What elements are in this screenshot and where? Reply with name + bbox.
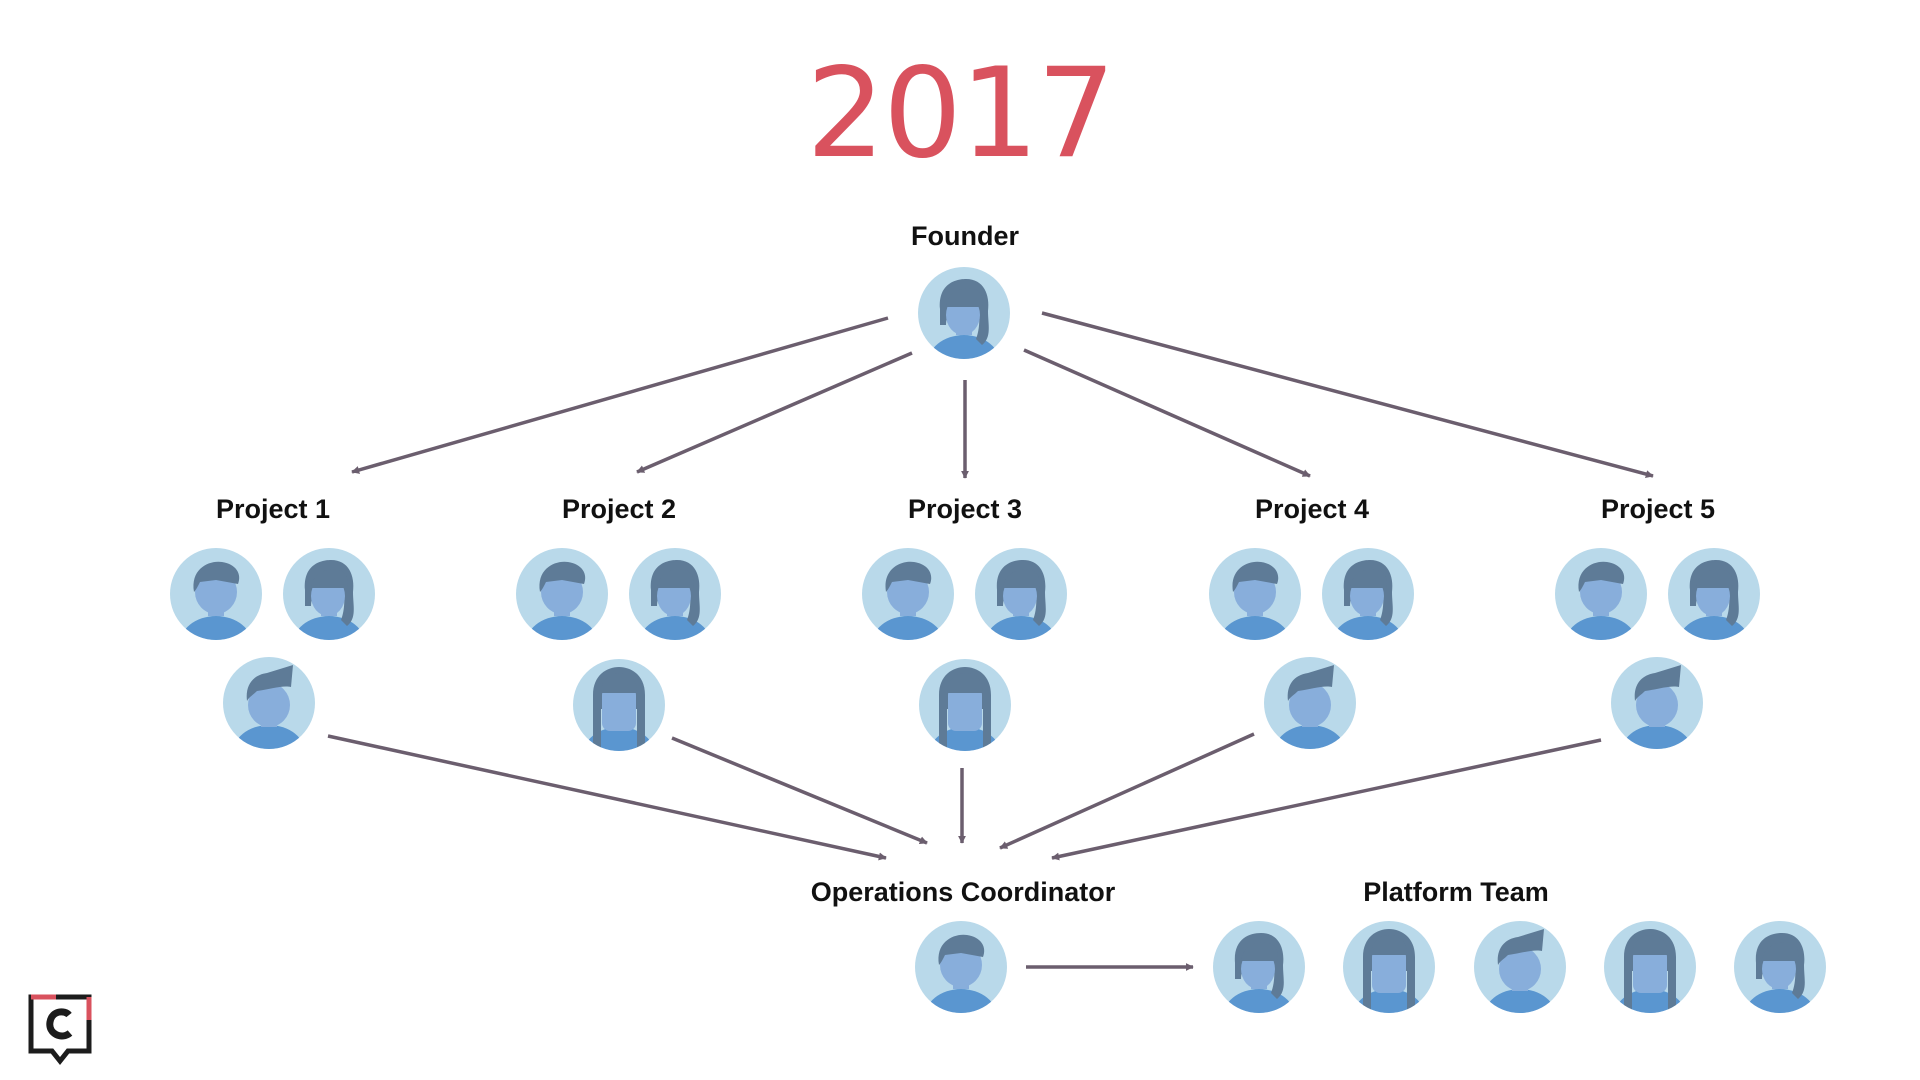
arrow-project-4-to-operations bbox=[999, 732, 1255, 850]
platform-team-member-avatar bbox=[1734, 921, 1826, 1013]
platform-team-label: Platform Team bbox=[1363, 877, 1549, 907]
project-1-label: Project 1 bbox=[215, 494, 331, 524]
project-5-member-avatar bbox=[1611, 657, 1703, 749]
platform-team-member-avatar bbox=[1213, 921, 1305, 1013]
project-2-member-avatar bbox=[573, 659, 665, 751]
project-4-member-avatar bbox=[1264, 657, 1356, 749]
project-5-member-avatar bbox=[1555, 548, 1647, 640]
project-4-member-avatar bbox=[1209, 548, 1301, 640]
project-4-member-avatar bbox=[1322, 548, 1414, 640]
year-title: 2017 bbox=[806, 42, 1116, 186]
arrow-founder-to-project-2 bbox=[636, 351, 913, 474]
arrow-founder-to-project-5 bbox=[1041, 311, 1654, 479]
brand-logo-icon bbox=[28, 994, 92, 1066]
founder-label: Founder bbox=[911, 221, 1019, 251]
platform-team-member-avatar bbox=[1343, 921, 1435, 1013]
project-2-member-avatar bbox=[516, 548, 608, 640]
project-1-member-avatar bbox=[223, 657, 315, 749]
project-2-member-avatar bbox=[629, 548, 721, 640]
founder-avatar bbox=[918, 267, 1010, 359]
arrow-founder-to-project-4 bbox=[1023, 348, 1311, 478]
project-3-member-avatar bbox=[862, 548, 954, 640]
project-5-label: Project 5 bbox=[1600, 494, 1716, 524]
project-1-member-avatar bbox=[170, 548, 262, 640]
project-3-label: Project 3 bbox=[907, 494, 1023, 524]
project-1-member-avatar bbox=[283, 548, 375, 640]
platform-team-member-avatar bbox=[1474, 921, 1566, 1013]
project-4-label: Project 4 bbox=[1254, 494, 1370, 524]
project-2-label: Project 2 bbox=[561, 494, 677, 524]
project-3-member-avatar bbox=[919, 659, 1011, 751]
operations-coordinator-label: Operations Coordinator bbox=[810, 877, 1116, 907]
arrow-project-5-to-operations bbox=[1051, 738, 1602, 861]
platform-team-member-avatar bbox=[1604, 921, 1696, 1013]
arrow-project-2-to-operations bbox=[671, 736, 928, 845]
arrow-project-1-to-operations bbox=[327, 734, 887, 861]
arrow-founder-to-project-1 bbox=[351, 316, 889, 474]
project-5-member-avatar bbox=[1668, 548, 1760, 640]
project-3-member-avatar bbox=[975, 548, 1067, 640]
operations-coordinator-avatar bbox=[915, 921, 1007, 1013]
